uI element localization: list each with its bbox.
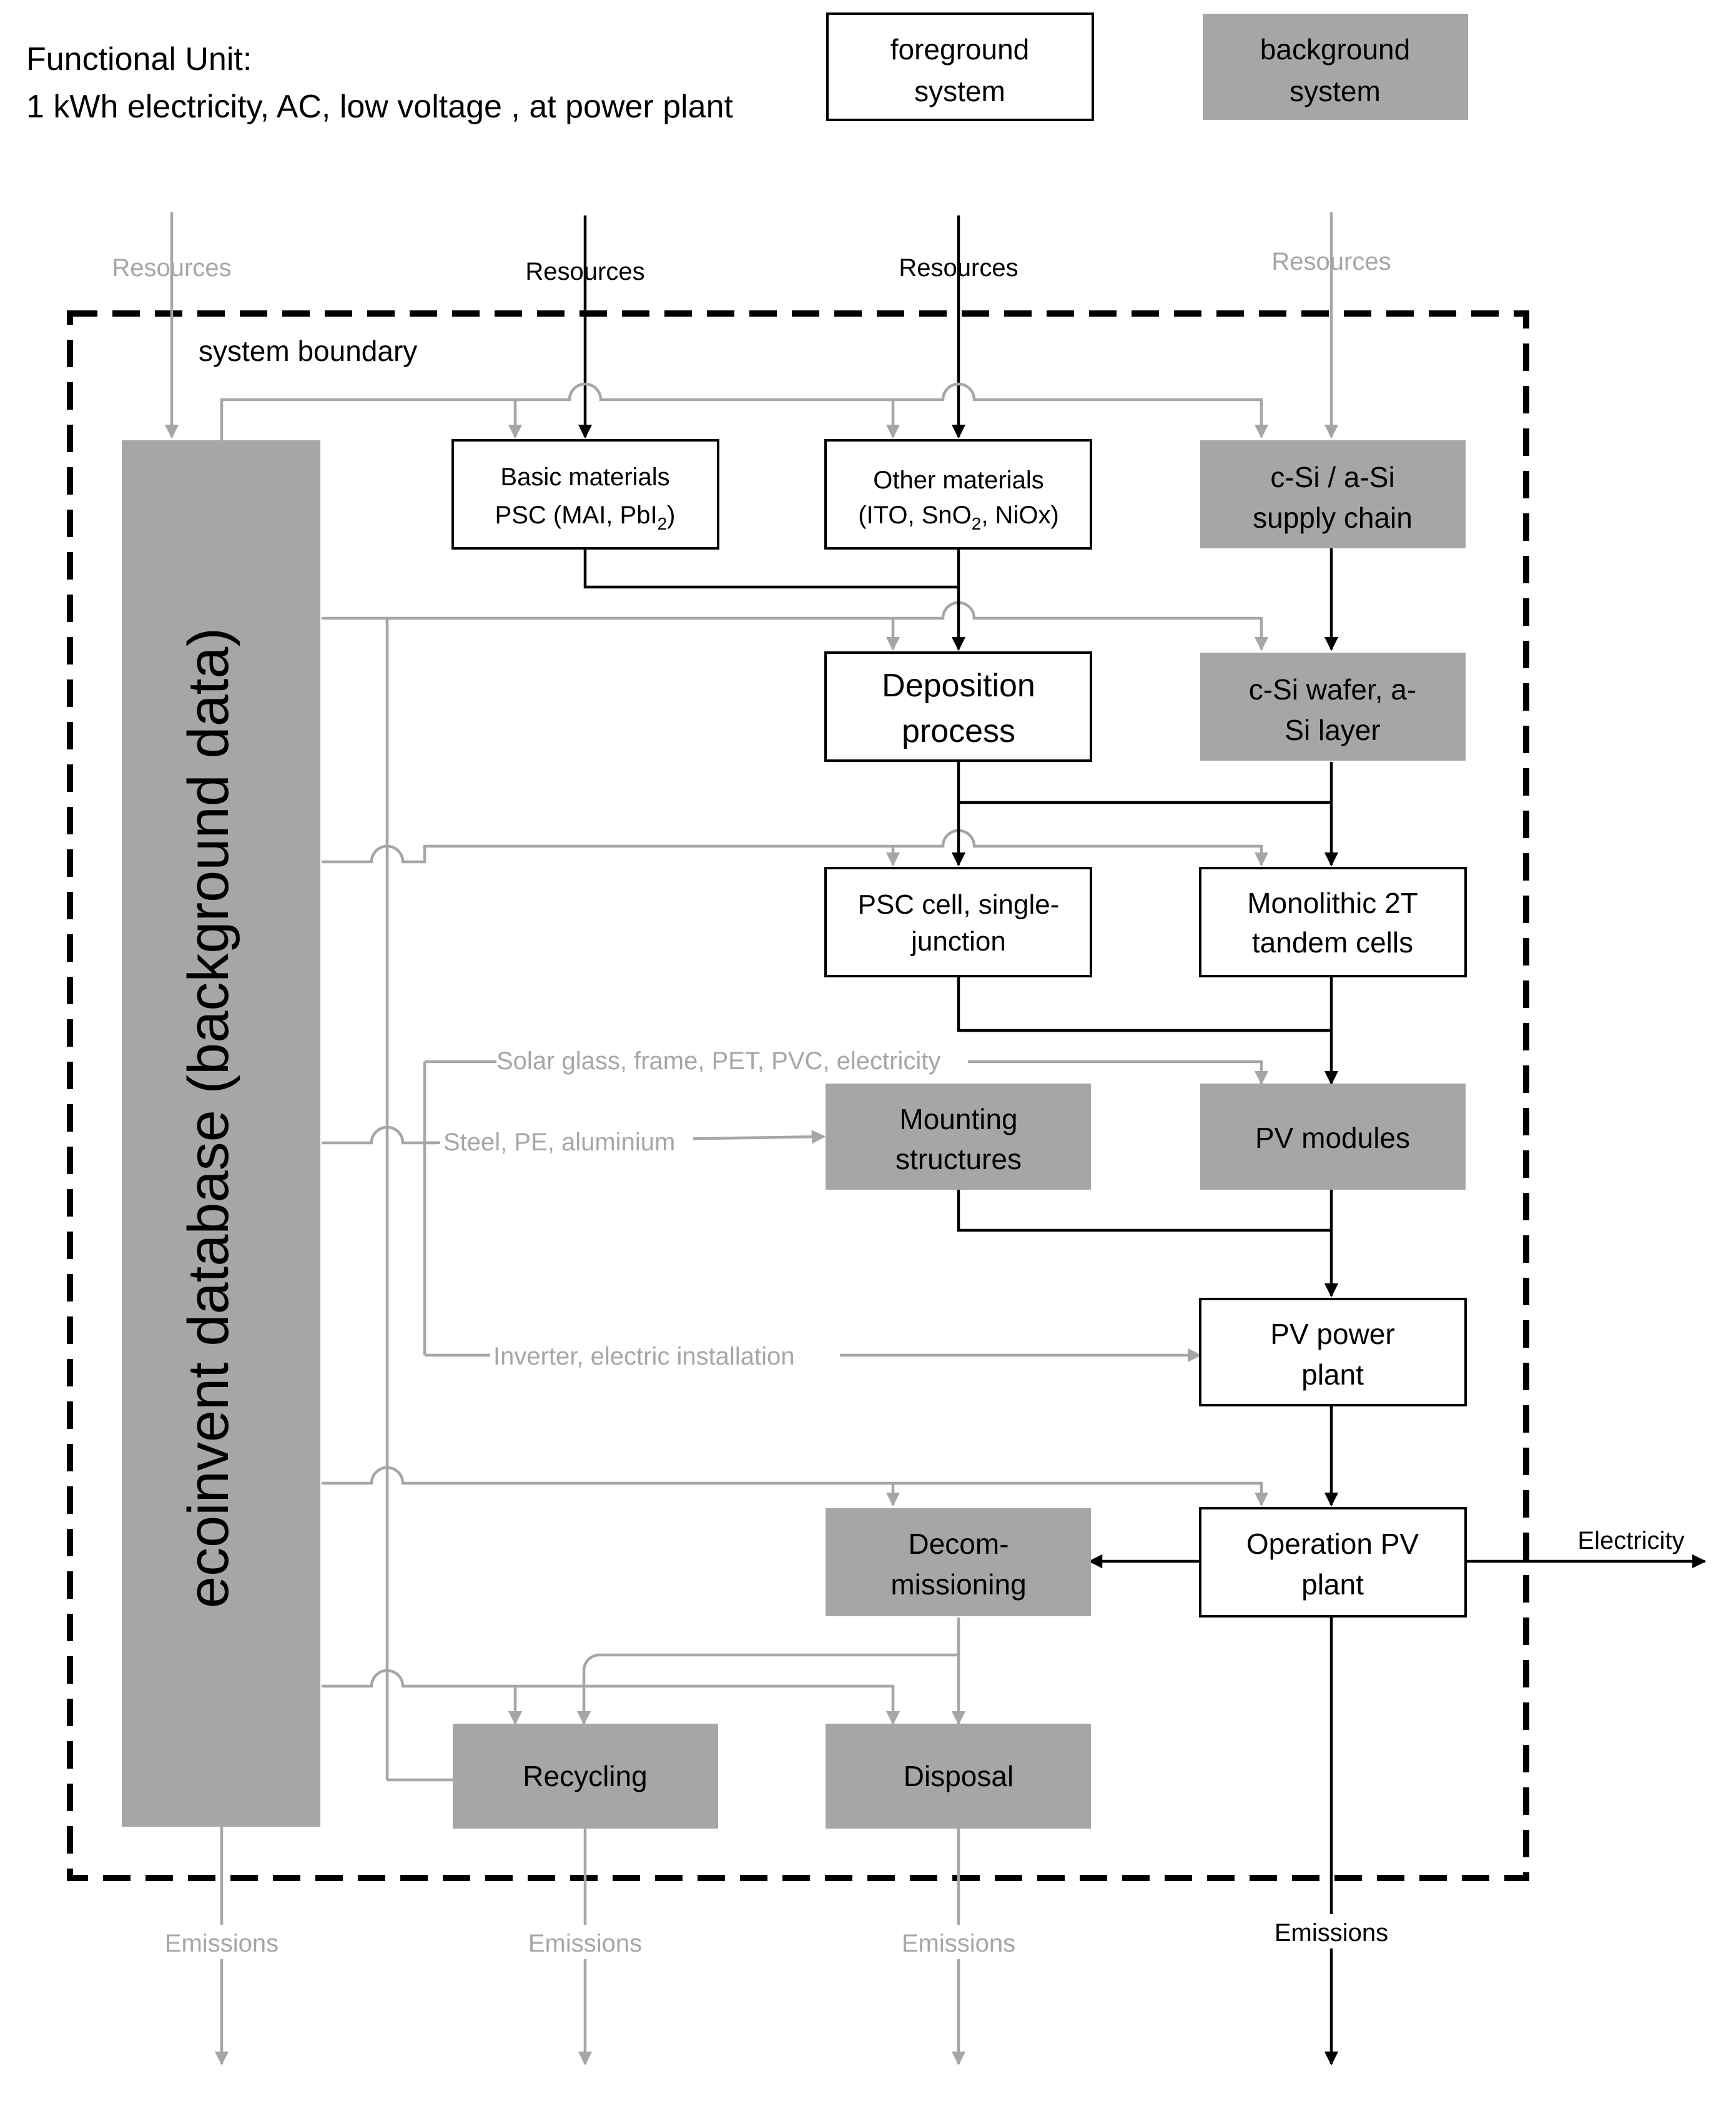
flow-label-solar-glass: Solar glass, frame, PET, PVC, electricit…	[496, 1047, 940, 1075]
svg-text:Mounting: Mounting	[899, 1103, 1017, 1135]
box-pv-power-plant: PV power plant	[1199, 1298, 1467, 1406]
box-disposal: Disposal	[826, 1724, 1091, 1829]
resources-label-basic: Resources	[525, 258, 644, 285]
svg-text:Si layer: Si layer	[1285, 714, 1380, 746]
db-supply-row5	[322, 1466, 1269, 1507]
svg-text:foreground: foreground	[890, 33, 1030, 66]
box-deposition-process: Deposition process	[824, 651, 1092, 762]
box-decommissioning: Decom- missioning	[826, 1508, 1091, 1616]
svg-text:structures: structures	[895, 1143, 1022, 1175]
system-boundary-label: system boundary	[199, 335, 417, 367]
svg-text:plant: plant	[1301, 1358, 1364, 1391]
svg-text:Disposal: Disposal	[904, 1760, 1013, 1792]
resources-label-csi: Resources	[1271, 248, 1391, 275]
flow-psc-to-modules	[957, 977, 1331, 1032]
svg-text:(ITO, SnO2, NiOx): (ITO, SnO2, NiOx)	[858, 501, 1059, 533]
box-operation-pv-plant: Operation PV plant	[1199, 1507, 1467, 1618]
box-basic-materials: Basic materials PSC (MAI, PbI2)	[451, 439, 719, 550]
ecoinvent-database-box: ecoinvent database (background data)	[122, 440, 320, 1827]
svg-text:Recycling: Recycling	[523, 1760, 647, 1792]
system-boundary	[67, 310, 1529, 1881]
svg-text:background: background	[1260, 33, 1410, 66]
legend-background-system: background system	[1203, 14, 1468, 120]
box-csi-supply-chain: c-Si / a-Si supply chain	[1200, 440, 1466, 548]
svg-text:PV modules: PV modules	[1255, 1122, 1410, 1154]
svg-text:supply chain: supply chain	[1253, 501, 1413, 534]
emissions-label-recycling: Emissions	[528, 1930, 642, 1957]
svg-text:Operation PV: Operation PV	[1246, 1528, 1419, 1560]
svg-text:plant: plant	[1301, 1568, 1364, 1601]
svg-text:Basic materials: Basic materials	[500, 463, 669, 491]
box-other-materials: Other materials (ITO, SnO2, NiOx)	[824, 439, 1092, 550]
svg-text:tandem cells: tandem cells	[1252, 926, 1413, 959]
box-recycling: Recycling	[453, 1724, 718, 1829]
box-csi-wafer: c-Si wafer, a- Si layer	[1200, 653, 1466, 761]
legend-foreground-system: foreground system	[826, 12, 1094, 121]
flow-basic-to-deposition	[583, 548, 959, 589]
box-pv-modules: PV modules	[1200, 1084, 1466, 1190]
svg-text:PV power: PV power	[1270, 1318, 1394, 1350]
functional-unit-title: Functional Unit:	[26, 41, 252, 77]
svg-text:PSC cell, single-: PSC cell, single-	[858, 889, 1060, 920]
flow-mounting-to-plant	[957, 1190, 1331, 1232]
box-tandem-cells: Monolithic 2T tandem cells	[1199, 867, 1467, 977]
flow-decom-to-recycling	[576, 1653, 959, 1726]
box-psc-cell: PSC cell, single- junction	[824, 867, 1092, 977]
svg-text:Deposition: Deposition	[882, 668, 1035, 704]
flow-label-inverter: Inverter, electric installation	[493, 1343, 794, 1370]
svg-text:process: process	[902, 713, 1015, 749]
db-supply-row6	[322, 1669, 900, 1726]
emissions-label-operation: Emissions	[1275, 1919, 1388, 1947]
db-supply-row1	[220, 382, 1269, 440]
resources-label-other: Resources	[899, 254, 1018, 282]
svg-text:missioning: missioning	[890, 1568, 1026, 1601]
svg-text:system: system	[1290, 75, 1381, 107]
svg-text:c-Si / a-Si: c-Si / a-Si	[1270, 461, 1394, 493]
svg-text:c-Si wafer, a-: c-Si wafer, a-	[1249, 673, 1416, 706]
flow-label-steel: Steel, PE, aluminium	[443, 1129, 675, 1156]
svg-text:Decom-: Decom-	[908, 1528, 1009, 1560]
functional-unit: Functional Unit: 1 kWh electricity, AC, …	[26, 41, 734, 125]
emissions-label-db: Emissions	[165, 1930, 279, 1957]
ecoinvent-database-label: ecoinvent database (background data)	[177, 628, 240, 1608]
db-supply-row2	[322, 601, 1269, 651]
box-mounting-structures: Mounting structures	[826, 1084, 1091, 1190]
svg-text:Other materials: Other materials	[873, 467, 1043, 494]
resources-label-db: Resources	[112, 254, 231, 282]
db-supply-row4	[322, 1125, 437, 1145]
functional-unit-value: 1 kWh electricity, AC, low voltage , at …	[26, 89, 734, 125]
svg-text:system: system	[914, 75, 1005, 107]
svg-text:junction: junction	[910, 926, 1006, 957]
svg-text:Monolithic 2T: Monolithic 2T	[1247, 887, 1418, 919]
db-supply-row3	[322, 829, 1269, 867]
flow-label-electricity: Electricity	[1577, 1527, 1684, 1554]
emissions-label-disposal: Emissions	[902, 1930, 1015, 1957]
svg-text:PSC (MAI, PbI2): PSC (MAI, PbI2)	[495, 501, 676, 533]
